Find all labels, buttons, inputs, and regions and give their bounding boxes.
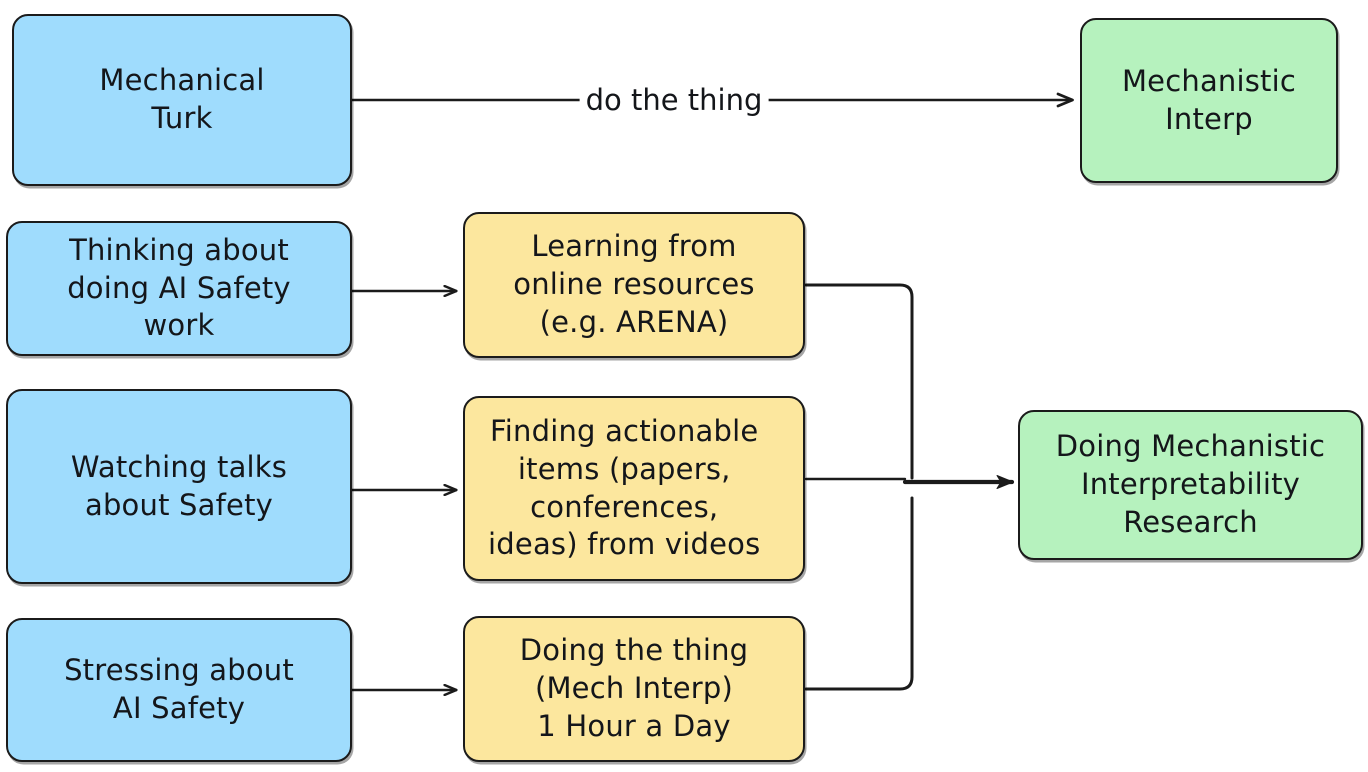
node-label: Mechanical Turk [99,63,265,135]
node-label: Doing the thing (Mech Interp) 1 Hour a D… [519,633,749,743]
node-finding-actionable-items[interactable]: Finding actionable items (papers, confer… [463,396,805,581]
node-label: Learning from online resources (e.g. ARE… [513,229,755,339]
node-label: Finding actionable items (papers, confer… [488,414,761,562]
node-doing-mech-interp-research[interactable]: Doing Mechanistic Interpretability Resea… [1018,410,1363,560]
node-stressing-about-ai-safety[interactable]: Stressing about AI Safety [6,618,352,762]
node-mechanistic-interp[interactable]: Mechanistic Interp [1080,18,1338,183]
node-mechanical-turk[interactable]: Mechanical Turk [12,14,352,186]
node-label: Watching talks about Safety [70,449,288,522]
node-label: Stressing about AI Safety [64,653,294,725]
node-learning-online-resources[interactable]: Learning from online resources (e.g. ARE… [463,212,805,358]
node-watching-talks[interactable]: Watching talks about Safety [6,389,352,584]
edge-label-do-the-thing: do the thing [579,83,769,117]
node-label: Doing Mechanistic Interpretability Resea… [1055,429,1326,539]
node-thinking-about-ai-safety[interactable]: Thinking about doing AI Safety work [6,221,352,356]
edge-doing-to-research [804,496,914,691]
node-label: Mechanistic Interp [1121,63,1297,136]
node-doing-the-thing[interactable]: Doing the thing (Mech Interp) 1 Hour a D… [463,616,805,762]
node-label: Thinking about doing AI Safety work [67,232,291,343]
edge-learning-to-research [804,283,914,480]
